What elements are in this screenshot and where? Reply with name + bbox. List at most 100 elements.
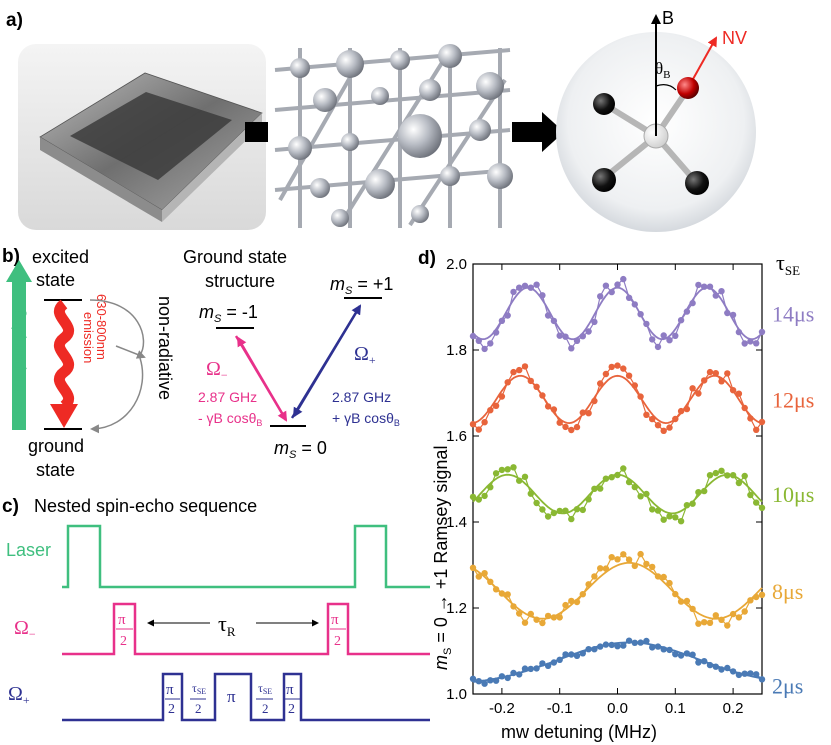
- data-point: [712, 469, 719, 477]
- data-point: [747, 670, 754, 677]
- omega-minus-label: Ω−: [206, 358, 228, 382]
- data-point: [562, 507, 569, 514]
- data-point: [643, 490, 650, 498]
- data-point: [492, 677, 500, 684]
- laser-trace: [62, 524, 430, 589]
- data-point: [608, 363, 615, 371]
- y-tick-label: 1.8: [446, 342, 467, 359]
- data-point: [677, 407, 685, 415]
- b-field-label: B: [662, 8, 674, 28]
- data-point: [625, 637, 633, 644]
- data-point: [625, 556, 633, 563]
- omega-plus-trace: [62, 672, 430, 722]
- data-point: [666, 424, 673, 431]
- data-point: [735, 390, 743, 397]
- nv-axis-label: NV: [722, 28, 747, 48]
- data-point: [620, 365, 627, 372]
- data-point: [649, 506, 656, 513]
- data-point: [544, 612, 552, 620]
- data-point: [550, 406, 558, 413]
- data-point: [758, 328, 766, 336]
- ground-state-label: ground: [28, 436, 84, 456]
- data-point: [597, 380, 604, 387]
- data-point: [573, 598, 581, 606]
- data-point: [487, 677, 494, 684]
- data-point: [585, 410, 592, 417]
- data-point: [672, 332, 679, 339]
- theta-label: θB: [655, 59, 671, 81]
- data-point: [475, 426, 482, 433]
- data-point: [724, 309, 731, 317]
- data-point: [735, 328, 743, 336]
- data-point: [544, 403, 552, 410]
- data-point: [712, 612, 719, 619]
- data-point: [614, 556, 621, 563]
- data-point: [660, 427, 667, 434]
- ms-plus-label: mS = +1: [330, 274, 393, 297]
- data-point: [516, 477, 523, 484]
- data-point: [527, 284, 534, 291]
- data-point: [753, 340, 760, 347]
- data-point: [712, 292, 719, 299]
- data-point: [724, 370, 731, 377]
- data-point: [683, 650, 691, 657]
- x-tick-label: -0.1: [547, 700, 573, 717]
- excited-state-label: excited: [32, 247, 89, 267]
- data-point: [631, 382, 638, 389]
- x-tick-label: -0.2: [489, 700, 515, 717]
- data-point: [625, 294, 633, 301]
- omega-minus-row-label: Ω−: [14, 617, 36, 641]
- data-point: [758, 504, 766, 511]
- data-point: [533, 281, 540, 288]
- y-axis-label: mS = 0 → +1 Ramsey signal: [431, 446, 454, 670]
- emission-label: 630-800nm: [94, 294, 109, 360]
- excited-state-label-2: state: [36, 270, 75, 290]
- data-point: [753, 426, 760, 433]
- data-point: [614, 471, 621, 479]
- data-point: [643, 320, 650, 328]
- ms-zero-label: mS = 0: [274, 438, 327, 461]
- freq-plus-label-2: + γB cosθB: [332, 410, 400, 428]
- nonrad-path: [89, 299, 145, 356]
- data-point: [556, 332, 563, 339]
- data-point: [631, 562, 638, 570]
- data-point: [475, 496, 482, 503]
- data-point: [492, 470, 500, 477]
- data-point: [481, 492, 488, 500]
- gs-structure-title-2: structure: [205, 271, 275, 291]
- data-point: [741, 472, 748, 480]
- data-point: [539, 506, 546, 513]
- laser-label: Laser: [6, 540, 51, 560]
- data-point: [724, 622, 731, 629]
- data-point: [504, 466, 511, 473]
- data-point: [672, 590, 679, 598]
- data-point: [487, 340, 494, 347]
- tau-se-label: τSE: [192, 681, 206, 696]
- panel-c-label: c): [2, 496, 19, 517]
- pi-half-denominator: 2: [334, 634, 341, 649]
- pi-half-denominator: 2: [288, 702, 295, 717]
- data-point: [585, 581, 592, 588]
- data-point: [654, 343, 662, 351]
- data-point: [701, 619, 708, 626]
- data-point: [637, 639, 644, 646]
- data-point: [597, 485, 604, 492]
- data-point: [649, 415, 656, 423]
- plot-frame: [472, 263, 763, 695]
- pi-half-label: π: [118, 612, 126, 628]
- data-point: [550, 509, 558, 517]
- data-point: [747, 338, 754, 345]
- data-point: [550, 659, 558, 666]
- data-point: [521, 619, 529, 626]
- pi-half-label: π: [286, 682, 294, 698]
- data-point: [718, 378, 725, 385]
- data-point: [498, 317, 506, 324]
- data-point: [597, 565, 604, 572]
- data-point: [677, 652, 685, 659]
- data-point: [573, 506, 581, 513]
- data-point: [510, 368, 517, 376]
- data-point: [660, 573, 667, 581]
- tau-se-denominator: 2: [195, 701, 202, 716]
